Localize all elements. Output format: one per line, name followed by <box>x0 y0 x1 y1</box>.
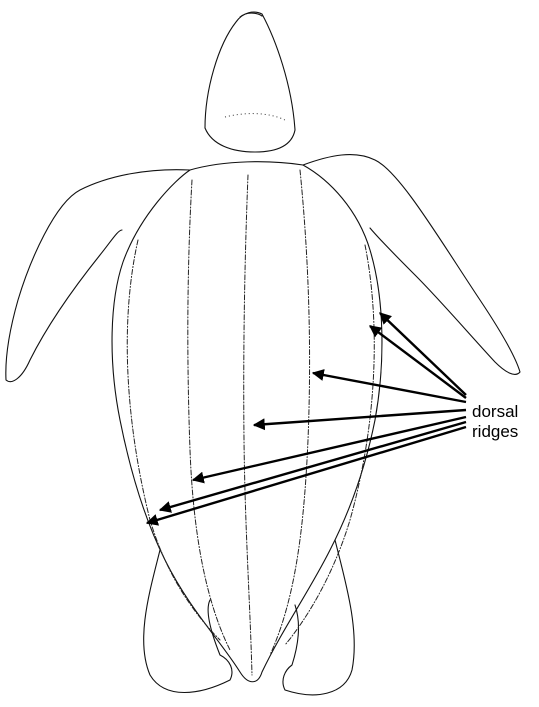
label-line-1: dorsal <box>472 402 518 422</box>
ridge-left-inner <box>188 180 230 650</box>
pointer-arrow <box>193 417 466 480</box>
left-rear-flipper <box>144 550 232 693</box>
dorsal-ridges-label: dorsal ridges <box>472 402 518 442</box>
carapace-outline <box>112 162 382 682</box>
ridge-center <box>244 175 252 675</box>
pointer-arrow <box>160 422 466 510</box>
label-line-2: ridges <box>472 422 518 442</box>
right-rear-flipper <box>283 540 354 695</box>
pointer-arrow <box>147 427 466 523</box>
neck-fold <box>205 128 295 152</box>
pointer-arrow <box>254 410 466 425</box>
neck-line <box>225 114 285 120</box>
snout <box>240 13 262 17</box>
ridge-right-outer <box>285 245 374 645</box>
left-front-flipper <box>6 170 190 382</box>
pointer-arrow <box>380 313 466 395</box>
pointer-arrow <box>313 373 466 402</box>
ridge-right-inner <box>270 170 310 655</box>
head-outline <box>205 12 295 130</box>
